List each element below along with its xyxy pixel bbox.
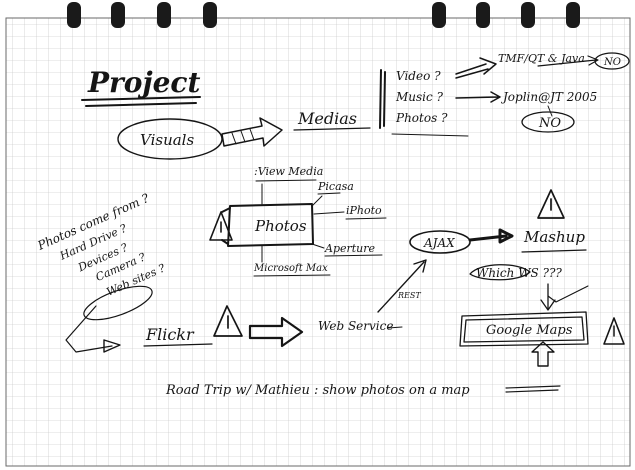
spiral-binding [67,2,580,28]
aperture-link [311,243,383,257]
media-type-photos: Photos ? [395,111,448,125]
visuals-arrow [221,117,283,147]
medias-underline [293,127,371,131]
google-maps-box [459,311,589,347]
photos-picasa: Picasa [317,180,354,193]
mashup-label: Mashup [523,228,585,246]
medias-label: Medias [297,109,357,128]
which-ws-scribble [469,264,531,281]
web-service-label: Web Service [318,319,393,333]
video-to-no-arrow [537,55,599,67]
ajax-bubble [409,230,471,254]
rest-arrow [377,259,427,313]
music-arrow [455,91,501,103]
road-trip-to-maps-arrow [531,341,555,367]
title-underline [81,96,201,107]
project-title: Project [87,66,200,99]
video-no-bubble [594,52,630,70]
medias-brace [379,69,386,129]
picasa-link [311,192,341,207]
visuals-arrow-hatching [231,128,255,145]
photos-item-line [391,133,469,137]
visuals-bubble [117,118,223,160]
flickr-label: Flickr [145,325,195,344]
sources-to-flickr-arrowhead [103,339,121,353]
photos-center-label: Photos [254,217,307,235]
photos-iphoto: iPhoto [346,204,382,217]
which-ws-to-maps-arrow [540,283,556,311]
road-trip-map-underline [505,385,561,393]
photos-view-media: :View Media [254,165,323,178]
maps-warning-icon [603,317,625,345]
music-no-link [547,105,553,117]
media-type-video: Video ? [396,69,441,83]
photos-microsoft: Microsoft Max [253,263,328,274]
flickr-underline [143,343,213,347]
google-maps-label: Google Maps [486,323,573,338]
photos-aperture: Aperture [324,242,376,255]
mashup-underline [521,249,587,253]
view-media-underline [255,179,317,205]
rest-label: REST [397,291,421,300]
video-arrow [455,57,497,79]
road-trip-label: Road Trip w/ Mathieu : show photos on a … [165,383,470,398]
flickr-to-webservice-arrow [248,316,304,348]
ajax-to-mashup-arrow [468,228,514,244]
sources-to-flickr-line [65,305,113,353]
which-ws-label: Which WS ??? [476,266,562,280]
which-ws-to-maps-line [547,285,589,303]
mashup-warning-icon [537,189,565,219]
web-service-dash [387,326,403,329]
websites-bubble [83,285,153,321]
music-target: Joplin@JT 2005 [500,90,597,104]
microsoft-link [253,245,331,277]
music-no-bubble [521,111,575,133]
media-type-music: Music ? [395,90,444,104]
photos-warning-icon [209,211,233,241]
video-answer: NO [603,57,621,68]
video-target: TMF/QT & Java [498,52,585,65]
flickr-warning-icon [213,305,243,337]
iphoto-link [313,211,387,220]
ajax-label: AJAX [423,236,455,250]
visuals-label: Visuals [140,131,194,149]
music-answer: NO [538,116,561,131]
